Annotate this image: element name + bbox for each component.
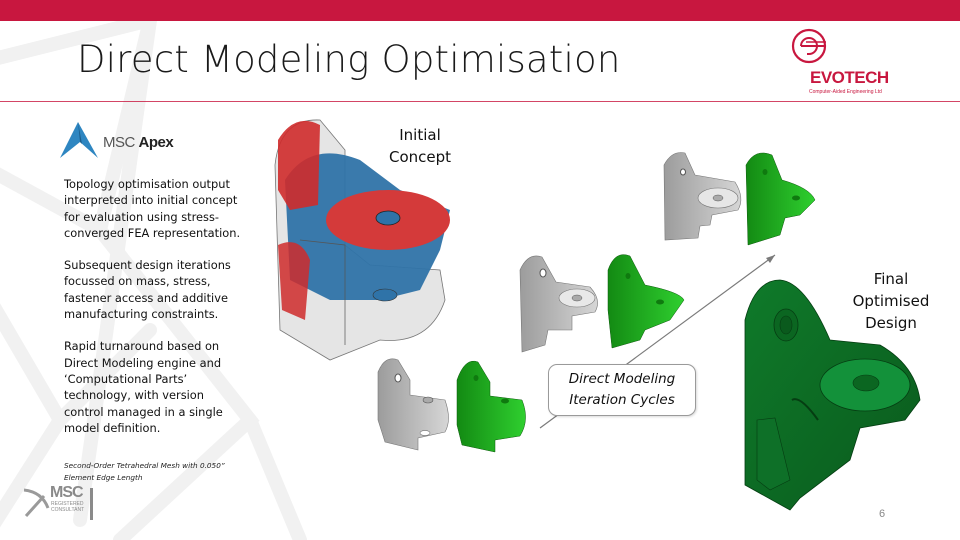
page-number: 6 (879, 508, 886, 520)
paragraph-turnaround: Rapid turnaround based on Direct Modelin… (64, 339, 223, 435)
evotech-logo: EVOTECH Computer-Aided Engineering Ltd (790, 28, 910, 98)
iteration-2-figures (519, 254, 685, 353)
top-accent-bar (0, 0, 960, 21)
msc-registered-line1: REGISTERED (51, 501, 84, 507)
initial-concept-label: Initial Concept (388, 126, 452, 166)
title-divider (0, 101, 960, 102)
msc-registered-wordmark: MSC (50, 484, 84, 501)
evotech-tagline: Computer-Aided Engineering Ltd (809, 89, 882, 95)
iteration-1-figures (377, 358, 526, 453)
msc-registered-line2: CONSULTANT (51, 507, 85, 513)
iteration-3-figures (663, 152, 816, 246)
final-design-label: Final Optimised Design (852, 270, 930, 332)
msc-apex-icon (60, 122, 98, 158)
evotech-e-icon (791, 28, 827, 64)
paragraph-iterations: Subsequent design iterations focussed on… (64, 258, 231, 322)
slide-title: Direct Modeling Optimisation (77, 38, 621, 81)
msc-registered-consultant-icon (23, 488, 93, 520)
evotech-wordmark: EVOTECH (810, 68, 889, 87)
paragraph-topology: Topology optimisation output interpreted… (64, 177, 241, 240)
msc-apex-name: Apex (138, 134, 174, 151)
description-text: Topology optimisation output interpreted… (64, 176, 244, 452)
mesh-note: Second-Order Tetrahedral Mesh with 0.050… (64, 461, 225, 482)
msc-apex-logo: MSC Apex (58, 120, 208, 165)
final-design-figure (744, 279, 921, 511)
initial-concept-figure (274, 119, 450, 361)
iteration-cycles-callout: Direct Modeling Iteration Cycles (548, 364, 696, 416)
msc-apex-prefix: MSC (103, 134, 135, 151)
